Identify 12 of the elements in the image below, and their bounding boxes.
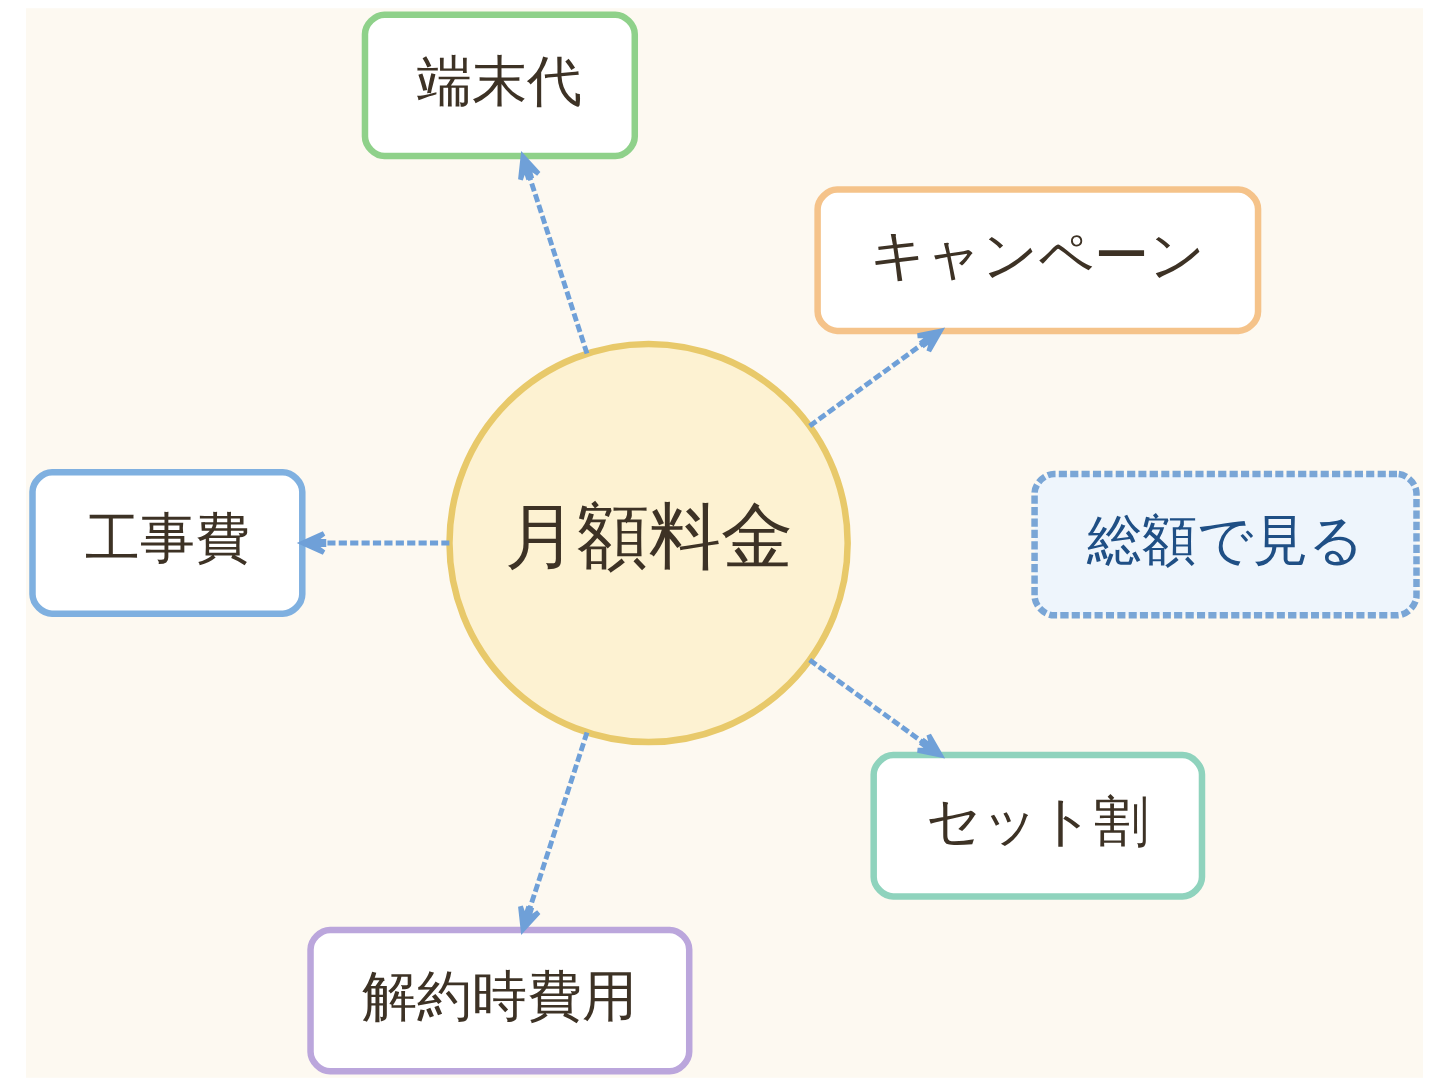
arrow bbox=[807, 328, 943, 428]
node-box: 総額で見る bbox=[1030, 470, 1420, 619]
node-box: キャンペーン bbox=[813, 186, 1261, 335]
node-box: 工事費 bbox=[28, 469, 306, 617]
node-box: 解約時費用 bbox=[306, 926, 692, 1075]
node-circle: 月額料金 bbox=[445, 340, 851, 746]
arrow bbox=[807, 658, 943, 758]
node-box: セット割 bbox=[869, 751, 1205, 900]
arrow bbox=[299, 531, 449, 555]
arrow bbox=[517, 154, 589, 355]
node-box: 端末代 bbox=[361, 11, 638, 160]
arrow bbox=[517, 731, 589, 932]
